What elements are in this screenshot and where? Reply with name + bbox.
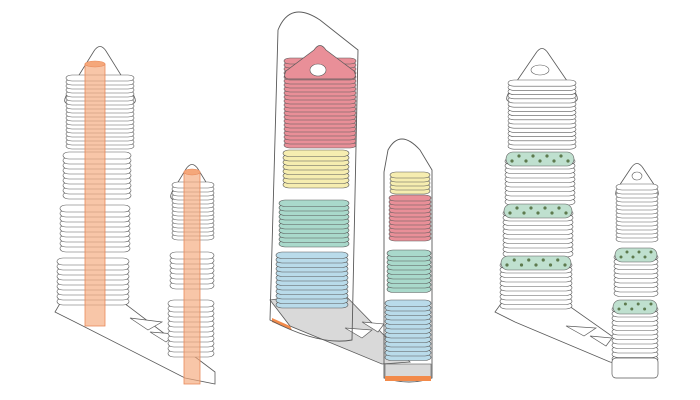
panel-sky-gardens <box>495 49 658 379</box>
floor-plate <box>279 200 349 207</box>
tree-dot <box>536 211 539 214</box>
tree-dot <box>618 308 621 311</box>
floor-plate <box>387 250 431 257</box>
floor-plate <box>389 195 431 201</box>
tree-dot <box>557 206 560 209</box>
floor-plate <box>385 300 431 307</box>
tall-tower-core <box>85 64 105 326</box>
zone-yellow-floors <box>390 172 430 194</box>
short-tower-core <box>184 172 200 384</box>
short-tower-upper-floors <box>616 184 658 242</box>
core-top <box>85 61 105 67</box>
tree-dot <box>517 154 520 157</box>
tree-dot <box>550 211 553 214</box>
tree-dot <box>543 206 546 209</box>
floor-plate <box>283 150 349 157</box>
short-tower-lobby <box>612 358 658 378</box>
tree-dot <box>542 258 545 261</box>
tree-dot <box>643 308 646 311</box>
tree-dot <box>566 159 569 162</box>
tree-dot <box>515 206 518 209</box>
floor-plate <box>508 80 576 86</box>
zone-blue-floors <box>385 300 431 361</box>
short-tower-lobby <box>385 364 431 378</box>
tree-dot <box>549 263 552 266</box>
atrium-void <box>531 65 549 75</box>
zone-blue-floors <box>276 252 348 308</box>
tree-dot <box>563 263 566 266</box>
short-tower-low-floors <box>612 306 658 362</box>
floor-plate <box>616 184 658 190</box>
tree-dot <box>538 159 541 162</box>
tall-tower-upper-floors <box>508 80 576 149</box>
tree-dot <box>529 206 532 209</box>
tree-dot <box>527 258 530 261</box>
tree-dot <box>650 251 653 254</box>
sky-garden <box>501 256 571 270</box>
tree-dot <box>637 303 640 306</box>
tree-dot <box>531 154 534 157</box>
short-tower-base-orange <box>385 376 431 381</box>
zone-teal-floors <box>387 250 431 293</box>
tree-dot <box>513 258 516 261</box>
atrium-void <box>310 64 326 76</box>
tree-dot <box>510 159 513 162</box>
tree-dot <box>624 303 627 306</box>
zone-teal-floors <box>279 200 349 247</box>
tree-dot <box>524 159 527 162</box>
tree-dot <box>650 303 653 306</box>
panel-structural-core <box>55 47 215 385</box>
sky-garden <box>613 300 657 314</box>
floor-plate <box>390 172 430 178</box>
atrium-void <box>632 172 642 180</box>
tree-dot <box>534 263 537 266</box>
tree-dot <box>638 251 641 254</box>
tree-dot <box>505 263 508 266</box>
tree-dot <box>630 308 633 311</box>
floor-plate <box>276 252 348 259</box>
sky-garden <box>615 248 657 262</box>
tree-dot <box>522 211 525 214</box>
tree-dot <box>564 211 567 214</box>
sky-garden <box>504 204 572 218</box>
tree-dot <box>620 256 623 259</box>
tree-dot <box>556 258 559 261</box>
tree-dot <box>559 154 562 157</box>
core-top <box>184 169 200 175</box>
zone-red-floors <box>389 195 431 241</box>
tree-dot <box>545 154 548 157</box>
tree-dot <box>520 263 523 266</box>
tree-dot <box>552 159 555 162</box>
tree-dot <box>644 256 647 259</box>
panel-program-zones <box>270 12 432 382</box>
tree-dot <box>508 211 511 214</box>
zone-yellow-floors <box>283 150 349 188</box>
tree-dot <box>626 251 629 254</box>
tree-dot <box>632 256 635 259</box>
sky-garden <box>506 152 574 166</box>
